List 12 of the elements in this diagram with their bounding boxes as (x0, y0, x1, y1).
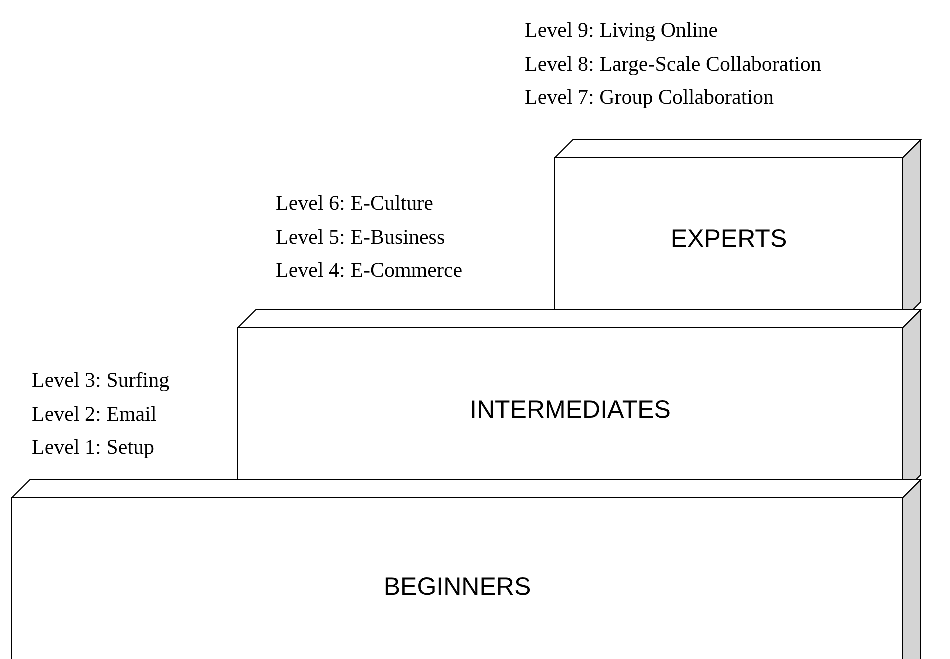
level-label: Level 8: Large-Scale Collaboration (525, 54, 822, 74)
level-label: Level 9: Living Online (525, 20, 718, 41)
level-label: Level 2: Email (32, 404, 157, 424)
level-group-label: INTERMEDIATES (470, 396, 671, 425)
level-label: Level 1: Setup (32, 437, 154, 458)
level-label: Level 4: E-Commerce (276, 260, 463, 281)
level-label: Level 7: Group Collaboration (525, 87, 774, 108)
level-label: Level 3: Surfing (32, 370, 170, 391)
level-group-label: EXPERTS (670, 224, 788, 254)
level-label: Level 5: E-Business (276, 226, 446, 248)
level-group-label: BEGINNERS (384, 573, 532, 602)
level-label: Level 6: E-Culture (276, 193, 434, 214)
